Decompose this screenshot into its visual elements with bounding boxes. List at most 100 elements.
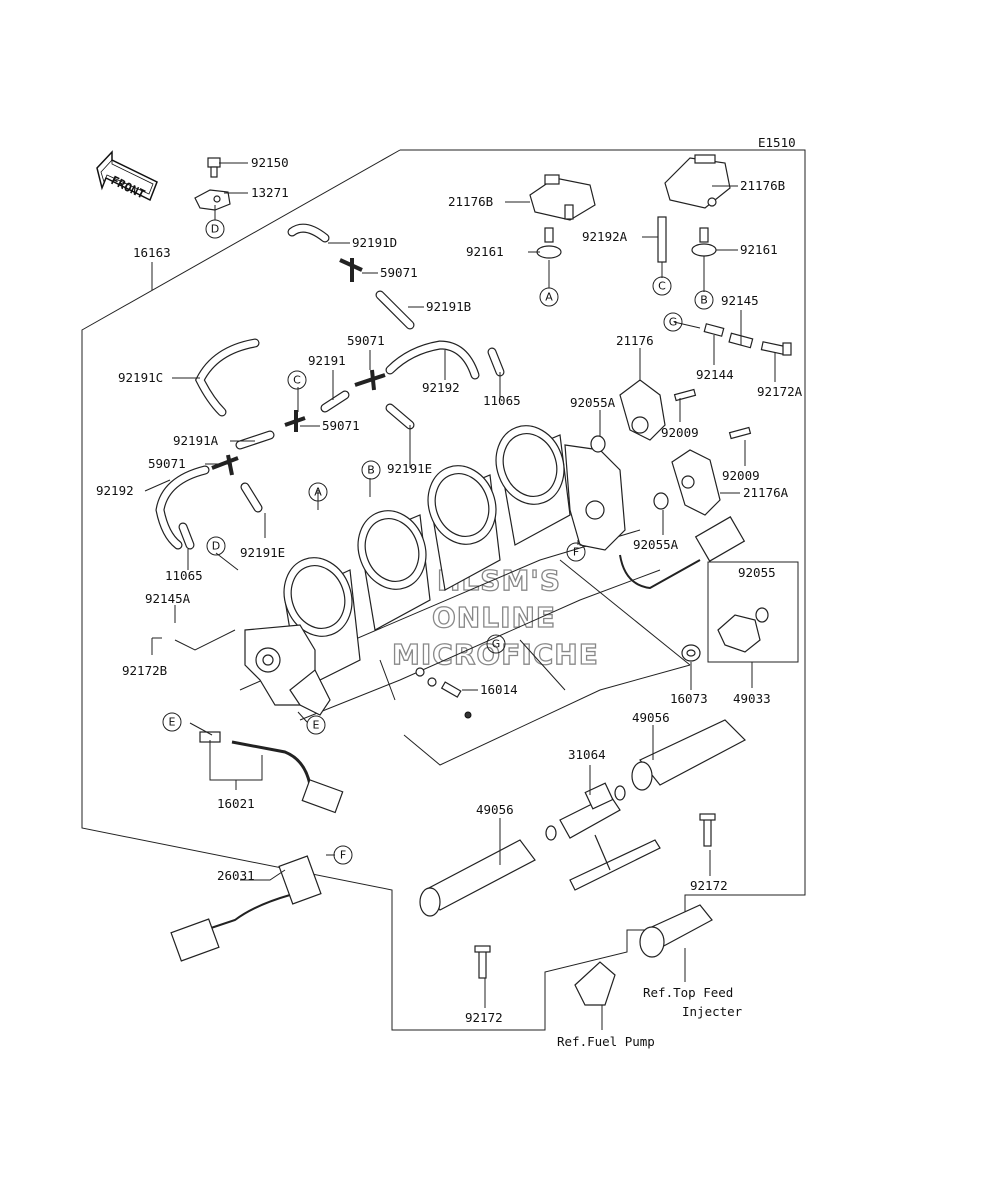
label-92145A: 92145A (145, 591, 191, 606)
label-11065-b: 11065 (165, 568, 203, 583)
svg-text:D: D (211, 223, 219, 236)
callout-C-right: C (652, 276, 672, 296)
hose-11065-left (178, 522, 195, 550)
watermark-line2: ONLINE (432, 601, 556, 634)
hose-92191E-lower (240, 482, 263, 513)
idle-adjust-parts-16014 (415, 667, 472, 719)
label-49033: 49033 (733, 691, 771, 706)
hose-92192-top (385, 340, 480, 380)
label-31064: 31064 (568, 747, 606, 762)
callout-E-assembly: E (306, 715, 326, 735)
svg-text:C: C (658, 280, 666, 293)
label-16073: 16073 (670, 691, 708, 706)
sensor-21176A (671, 449, 721, 516)
callout-A-left: A (308, 482, 328, 502)
tube-92192A (657, 216, 667, 263)
label-92191C: 92191C (118, 370, 163, 385)
leader-lines (144, 162, 776, 1030)
callout-G-right: G (663, 312, 683, 332)
fuel-pump-connector-ref (574, 961, 616, 1006)
callout-D-top: D (205, 219, 225, 239)
label-92009-b: 92009 (722, 468, 760, 483)
hose-92191D (287, 223, 330, 243)
label-92191: 92191 (308, 353, 346, 368)
svg-text:D: D (212, 540, 220, 553)
label-92172B: 92172B (122, 663, 167, 678)
callout-D-left: D (206, 536, 226, 556)
injector-49033 (717, 607, 769, 653)
screw-92009-mid (728, 426, 752, 440)
svg-text:B: B (700, 294, 708, 307)
seal-16073 (681, 644, 701, 662)
fuel-pipe (569, 834, 661, 891)
wire-harness-connector (619, 516, 746, 590)
svg-text:B: B (367, 464, 375, 477)
label-59071-d: 59071 (148, 456, 186, 471)
oring-92055A-top (590, 435, 606, 453)
label-16163: 16163 (133, 245, 171, 260)
label-92192-a: 92192 (422, 380, 460, 395)
callout-A-right: A (539, 287, 559, 307)
oring-92055A-bottom (653, 492, 669, 510)
callout-circles: D C B A D E E F G F A C B G (162, 219, 714, 865)
ref-top-feed-line2: Injecter (682, 1004, 743, 1019)
front-direction-icon: FRONT (96, 150, 158, 202)
sensor-21176 (619, 379, 666, 441)
subassembly-box-49033 (707, 561, 799, 663)
label-92144: 92144 (696, 367, 734, 382)
top-feed-injector-ref (639, 904, 713, 958)
label-92191E-a: 92191E (387, 461, 432, 476)
ref-fuel-pump: Ref.Fuel Pump (557, 1034, 655, 1049)
label-92192A: 92192A (582, 229, 628, 244)
screw-92172-right (699, 813, 716, 847)
fuel-rail-49056-left (419, 839, 536, 917)
label-59071-a: 59071 (380, 265, 418, 280)
label-92191D: 92191D (352, 235, 397, 250)
throttle-bore-2 (357, 510, 431, 631)
svg-text:E: E (313, 719, 320, 732)
label-92191E-b: 92191E (240, 545, 285, 560)
svg-text:F: F (340, 849, 346, 862)
sensor-21176B-left (529, 174, 596, 221)
label-49056-left: 49056 (476, 802, 514, 817)
label-92172-left: 92172 (465, 1010, 503, 1025)
hose-92191 (320, 390, 350, 413)
sensor-26031 (170, 855, 322, 962)
fitting-92161-right (691, 227, 717, 257)
label-92145: 92145 (721, 293, 759, 308)
fitting-59071-top (339, 258, 363, 282)
label-92192-b: 92192 (96, 483, 134, 498)
fitting-59071-middle (354, 369, 386, 391)
svg-text:C: C (293, 374, 301, 387)
callout-E-sensor: E (162, 712, 182, 732)
throttle-bore-3 (427, 465, 501, 591)
part-labels: 92150 13271 16163 92191D 59071 92191B 92… (96, 155, 803, 1025)
svg-text:A: A (314, 486, 322, 499)
label-21176B-b: 21176B (740, 178, 785, 193)
label-26031: 26031 (217, 868, 255, 883)
watermark-line3: MICROFICHE (392, 638, 599, 671)
label-92150: 92150 (251, 155, 289, 170)
fitting-59071-lower (284, 410, 306, 432)
fitting-92161-left (536, 227, 562, 259)
screw-92172-left (474, 945, 491, 979)
hose-92191A (235, 430, 275, 450)
callout-C-top: C (287, 370, 307, 390)
svg-text:G: G (669, 316, 678, 329)
label-92161-a: 92161 (466, 244, 504, 259)
label-11065-a: 11065 (483, 393, 521, 408)
fuel-rail-49056-right (631, 719, 746, 791)
screw-92172A (760, 341, 792, 356)
hose-92191E-upper (385, 403, 415, 430)
joint-31064 (545, 782, 626, 841)
label-92055: 92055 (738, 565, 776, 580)
label-92191A: 92191A (173, 433, 219, 448)
hose-11065-top (487, 347, 505, 377)
label-59071-c: 59071 (322, 418, 360, 433)
watermark: HLSM'S ONLINE MICROFICHE (391, 563, 599, 671)
label-59071-b: 59071 (347, 333, 385, 348)
hose-92192-left (155, 465, 210, 550)
bracket-13271 (194, 189, 231, 211)
